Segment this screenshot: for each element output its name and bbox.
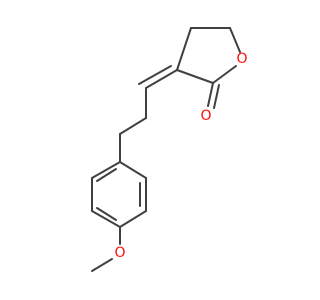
bond-ar-inner-2	[96, 207, 117, 221]
bond-o-ch3	[91, 258, 113, 272]
methoxy-oxygen-label: O	[114, 245, 125, 261]
bond-ar4-ar5	[91, 210, 121, 228]
benzene-ring	[91, 161, 147, 228]
side-chain	[119, 65, 178, 163]
bond-c3-c4	[176, 27, 192, 71]
bond-ar1-ar2	[119, 161, 147, 179]
bond-c2-o-carbonyl-2	[213, 84, 220, 109]
bond-c2-o-carbonyl-1	[207, 82, 214, 107]
ring-oxygen-label: O	[236, 51, 247, 67]
molecule-structure: O O O	[91, 27, 248, 272]
methoxy-group	[91, 226, 121, 272]
bond-c3-ca	[145, 69, 178, 89]
bond-ar-inner-3	[96, 168, 117, 182]
bond-cb-cc	[119, 117, 147, 135]
bond-ar6-ar1	[91, 161, 121, 179]
bond-c5-o1	[229, 27, 241, 53]
bond-c3-ca-second	[138, 65, 172, 85]
bond-c2-c3	[176, 69, 214, 84]
carbonyl-oxygen-label: O	[200, 108, 211, 124]
bond-ar3-ar4	[119, 210, 147, 228]
bond-o1-c2	[212, 65, 237, 84]
lactone-ring	[176, 27, 241, 109]
